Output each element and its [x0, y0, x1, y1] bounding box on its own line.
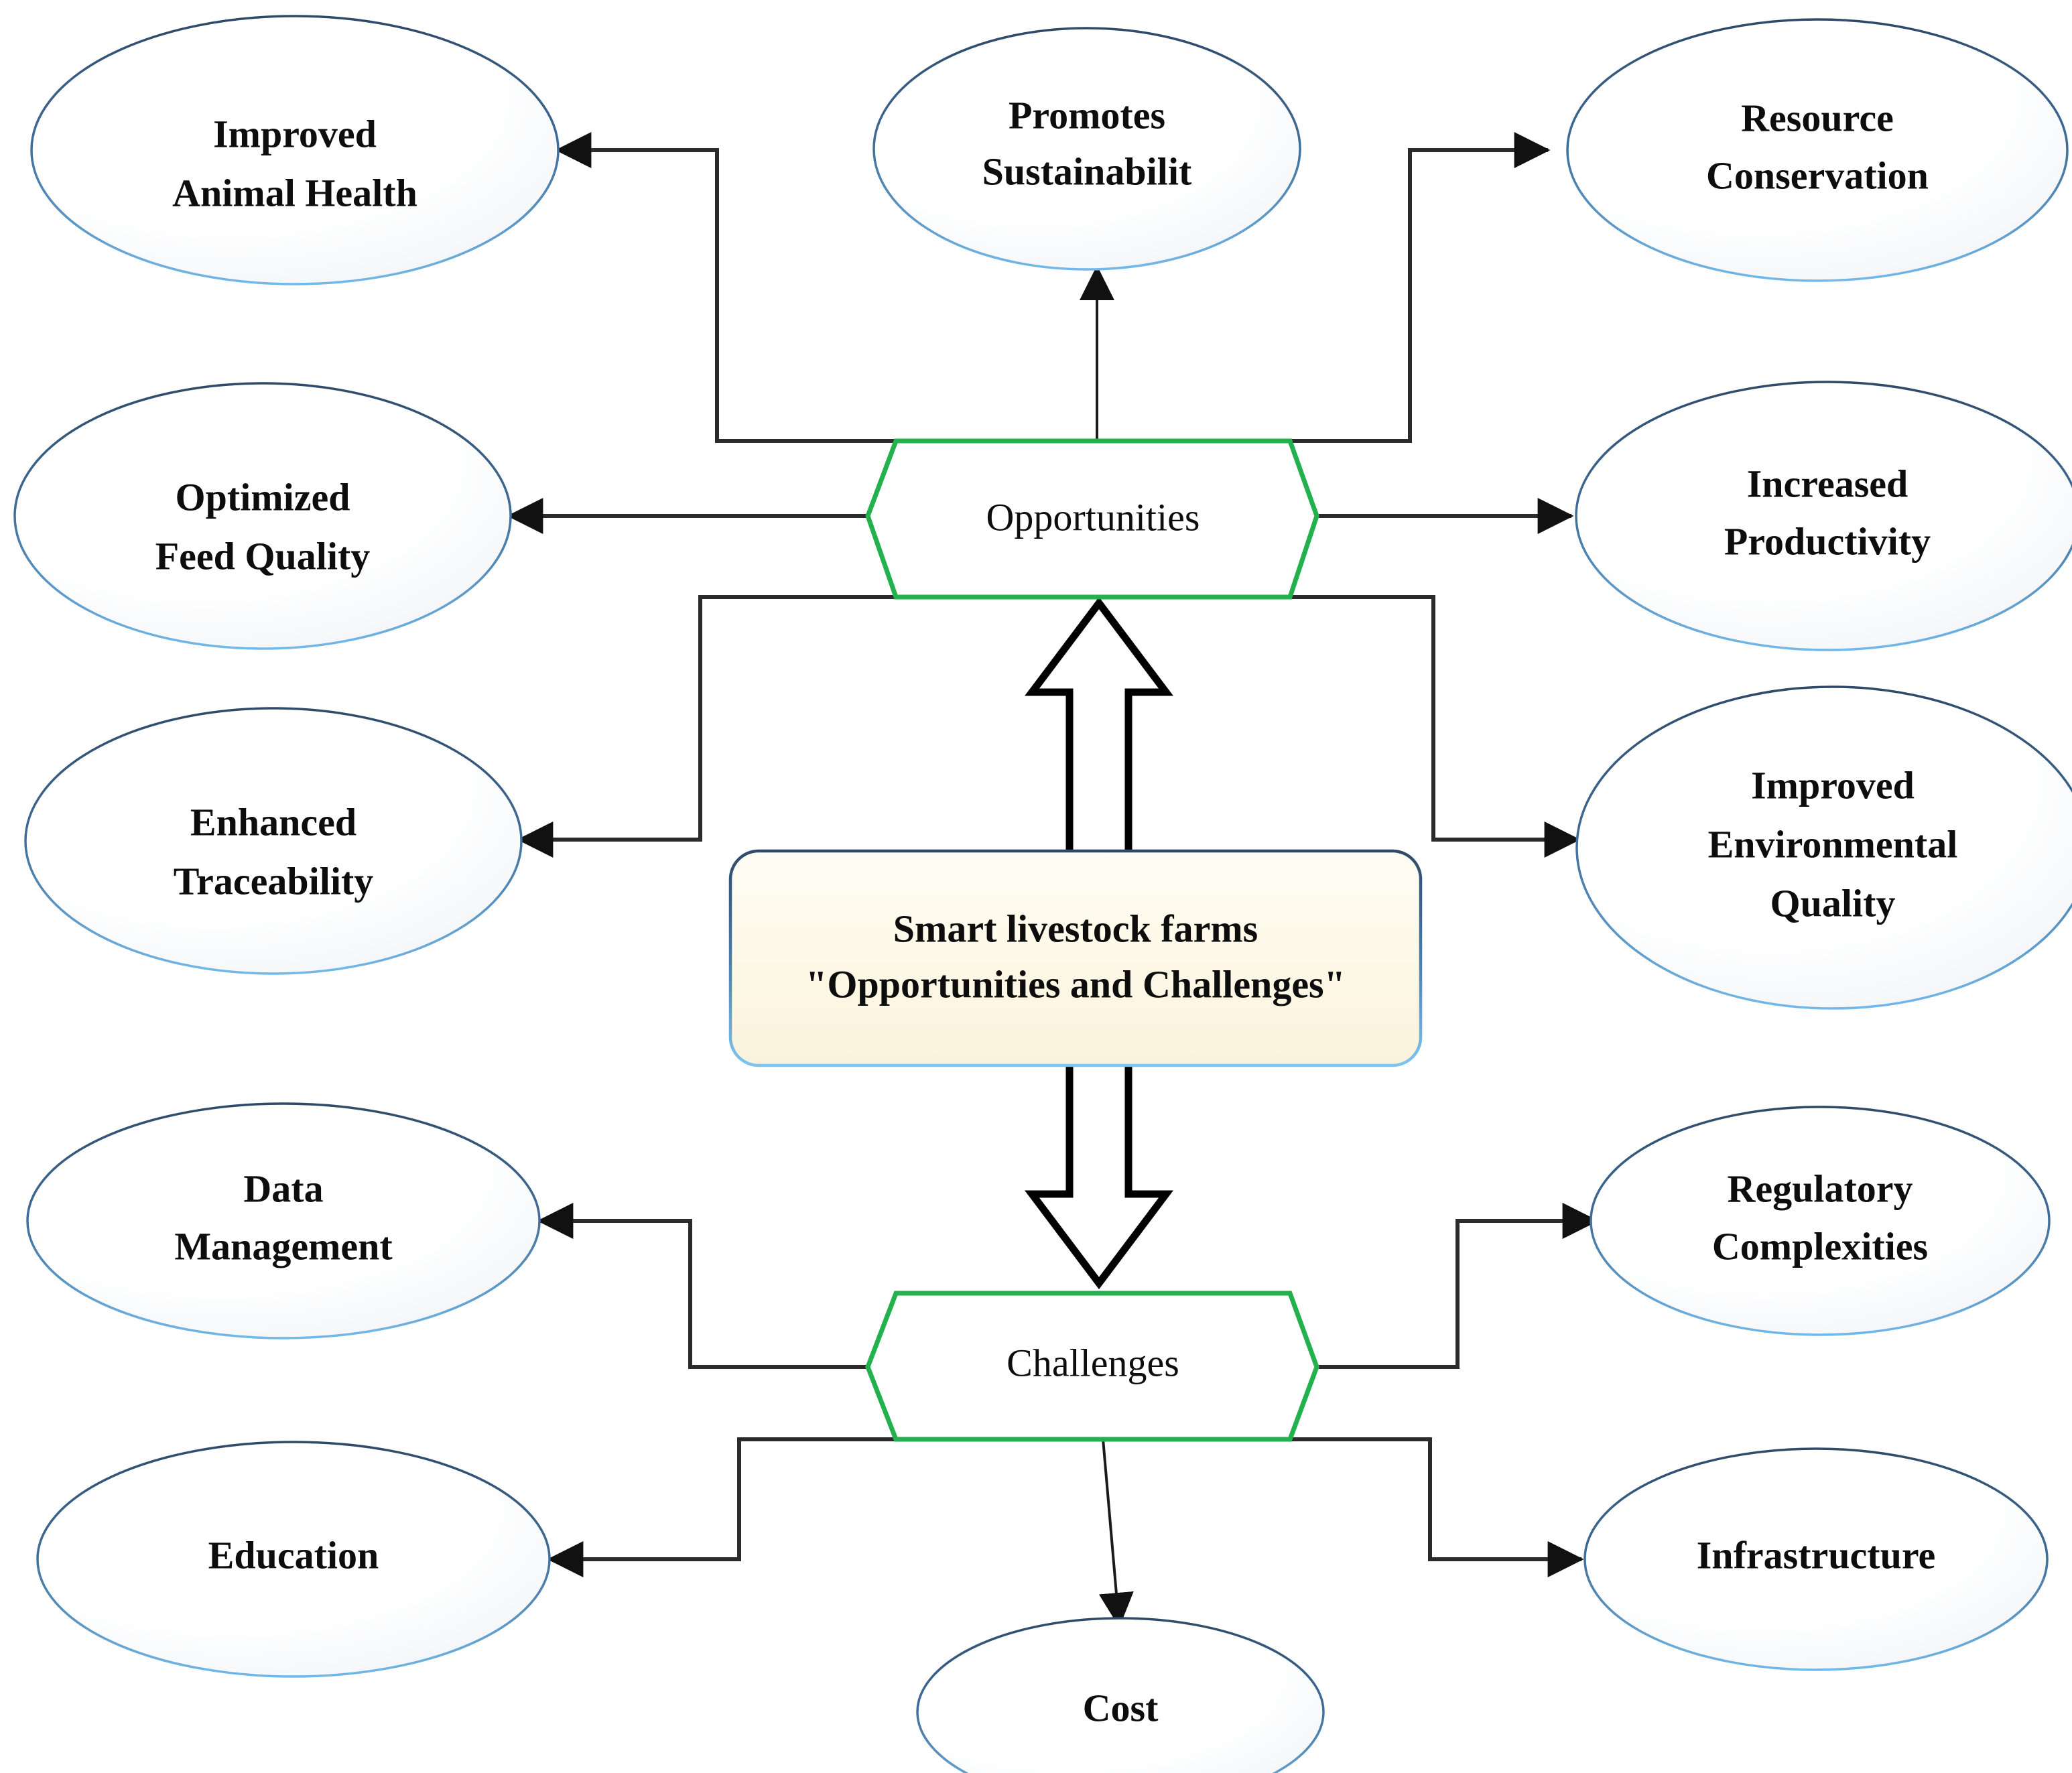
node-infrastructure[interactable]: Infrastructure — [1583, 1447, 2049, 1671]
enhanced-traceability-ellipse — [24, 707, 523, 975]
improved-environmental-quality-line-1: Improved — [1751, 763, 1915, 807]
node-education[interactable]: Education — [36, 1441, 551, 1678]
connector-improved-environmental-quality — [1290, 595, 1581, 858]
enhanced-traceability-line-2: Traceability — [174, 859, 374, 903]
node-challenges[interactable]: Challenges — [865, 1291, 1319, 1442]
connector-cost — [1098, 1439, 1134, 1628]
node-promotes-sustainability[interactable]: Promotes Sustainabilit — [872, 27, 1301, 271]
node-enhanced-traceability[interactable]: Enhanced Traceability — [24, 707, 523, 975]
promotes-sustainability-line-1: Promotes — [1009, 93, 1165, 137]
improved-environmental-quality-ellipse — [1575, 685, 2072, 1010]
center-line-1: Smart livestock farms — [893, 907, 1258, 950]
block-arrow-down-to-challenges — [1024, 1057, 1174, 1290]
node-optimized-feed-quality[interactable]: Optimized Feed Quality — [13, 382, 512, 650]
node-opportunities[interactable]: Opportunities — [865, 438, 1319, 600]
center-line-2: "Opportunities and Challenges" — [805, 962, 1346, 1006]
regulatory-complexities-ellipse — [1590, 1106, 2051, 1336]
promotes-sustainability-ellipse — [872, 27, 1301, 271]
resource-conservation-line-2: Conservation — [1706, 153, 1929, 197]
node-increased-productivity[interactable]: Increased Productivity — [1575, 381, 2072, 651]
increased-productivity-line-2: Productivity — [1724, 519, 1931, 563]
node-improved-animal-health[interactable]: Improved Animal Health — [30, 15, 560, 285]
node-improved-environmental-quality[interactable]: Improved Environmental Quality — [1575, 685, 2072, 1010]
improved-environmental-quality-line-2: Environmental — [1708, 822, 1958, 866]
cost-label: Cost — [1083, 1686, 1159, 1729]
cost-ellipse — [916, 1617, 1325, 1773]
increased-productivity-line-1: Increased — [1747, 462, 1908, 505]
connector-infrastructure — [1290, 1437, 1584, 1577]
connector-regulatory-complexities — [1317, 1203, 1599, 1369]
center-box-shape — [728, 849, 1423, 1067]
resource-conservation-ellipse — [1566, 18, 2069, 282]
connector-enhanced-traceability — [517, 595, 896, 858]
challenges-label: Challenges — [1007, 1341, 1179, 1384]
node-resource-conservation[interactable]: Resource Conservation — [1566, 18, 2069, 282]
enhanced-traceability-line-1: Enhanced — [190, 800, 357, 844]
opportunities-hexagon-shape — [865, 438, 1319, 600]
improved-animal-health-ellipse — [30, 15, 560, 285]
infrastructure-label: Infrastructure — [1697, 1533, 1936, 1577]
node-data-management[interactable]: Data Management — [26, 1102, 541, 1339]
infrastructure-ellipse — [1583, 1447, 2049, 1671]
optimized-feed-quality-ellipse — [13, 382, 512, 650]
optimized-feed-quality-line-1: Optimized — [176, 475, 350, 519]
regulatory-complexities-line-1: Regulatory — [1727, 1167, 1913, 1210]
node-center-topic[interactable]: Smart livestock farms "Opportunities and… — [728, 849, 1423, 1067]
data-management-ellipse — [26, 1102, 541, 1339]
education-ellipse — [36, 1441, 551, 1678]
block-arrow-up-to-opportunities — [1024, 596, 1174, 860]
connector-data-management — [537, 1203, 868, 1369]
challenges-hexagon-shape — [865, 1291, 1319, 1442]
node-cost[interactable]: Cost — [916, 1617, 1325, 1773]
improved-environmental-quality-line-3: Quality — [1770, 881, 1896, 925]
data-management-line-1: Data — [243, 1167, 323, 1210]
increased-productivity-ellipse — [1575, 381, 2072, 651]
regulatory-complexities-line-2: Complexities — [1712, 1224, 1928, 1268]
data-management-line-2: Management — [174, 1224, 393, 1268]
node-regulatory-complexities[interactable]: Regulatory Complexities — [1590, 1106, 2051, 1336]
resource-conservation-line-1: Resource — [1741, 96, 1894, 139]
opportunities-label: Opportunities — [986, 495, 1200, 539]
connector-resource-conservation — [1290, 132, 1551, 443]
optimized-feed-quality-line-2: Feed Quality — [155, 534, 371, 578]
improved-animal-health-line-2: Animal Health — [172, 171, 417, 214]
promotes-sustainability-line-2: Sustainabilit — [982, 149, 1192, 193]
connector-improved-animal-health — [555, 132, 896, 443]
connector-education — [547, 1437, 896, 1577]
education-label: Education — [208, 1533, 379, 1577]
improved-animal-health-line-1: Improved — [213, 112, 377, 155]
